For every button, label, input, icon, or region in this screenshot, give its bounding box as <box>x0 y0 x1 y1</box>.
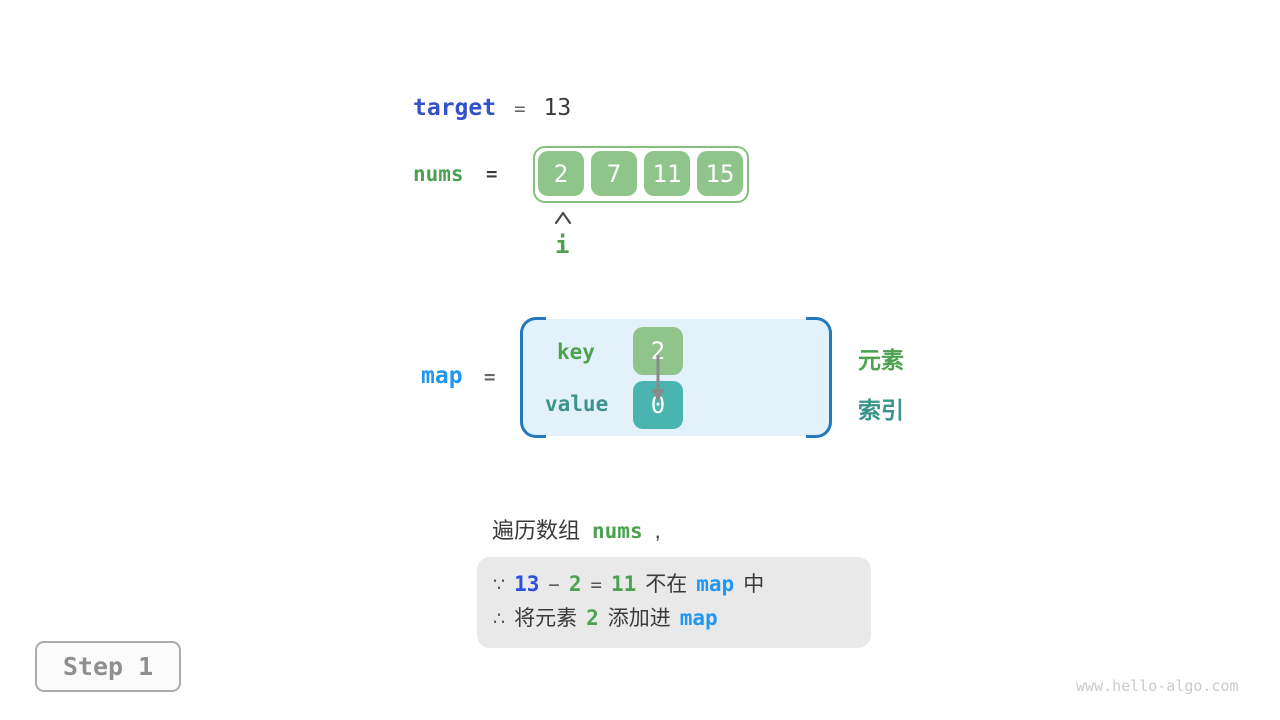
target-label: target <box>413 95 497 121</box>
because-symbol: ∵ <box>493 574 506 596</box>
minuend-value: 13 <box>514 572 540 596</box>
in-suffix-text: 中 <box>743 573 765 596</box>
nums-label: nums <box>413 162 464 186</box>
array-cell: 15 <box>697 151 743 196</box>
array-cell: 11 <box>644 151 690 196</box>
reasoning-box: ∵ 13 − 2 = 11 不在 map 中 ∴ 将元素 2 添加进 map <box>477 557 871 648</box>
difference-value: 11 <box>610 572 637 596</box>
caption: 遍历数组 nums , <box>492 513 661 545</box>
not-in-text: 不在 <box>645 573 688 596</box>
therefore-symbol: ∴ <box>493 608 506 630</box>
array-cell: 2 <box>538 151 584 196</box>
map-reference: map <box>679 606 718 630</box>
array-cell: 7 <box>591 151 637 196</box>
minus-sign: − <box>548 574 560 596</box>
target-value: 13 <box>543 95 572 121</box>
map-left-bracket <box>520 317 546 438</box>
pointer-label: i <box>555 231 570 259</box>
add-verb-text: 添加进 <box>607 607 671 630</box>
legend-index-label: 索引 <box>858 397 904 423</box>
target-equals-sign: = <box>514 98 526 120</box>
watermark: www.hello-algo.com <box>1076 677 1239 695</box>
key-to-value-arrow-icon <box>651 355 665 402</box>
caption-comma: , <box>654 518 661 543</box>
element-value: 2 <box>586 606 599 630</box>
nums-equals-sign: = <box>486 163 498 185</box>
map-value-label: value <box>545 392 609 416</box>
pointer-caret-icon <box>554 211 572 225</box>
target-line: target = 13 <box>413 95 571 121</box>
reasoning-line-1: ∵ 13 − 2 = 11 不在 map 中 <box>493 568 871 602</box>
equals-sign: = <box>590 574 602 596</box>
map-equals-sign: = <box>484 366 496 388</box>
subtrahend-value: 2 <box>568 572 582 596</box>
caption-prefix: 遍历数组 <box>492 518 581 543</box>
map-reference: map <box>696 572 735 596</box>
nums-array: 2 7 11 15 <box>533 146 749 203</box>
caption-nums-ref: nums <box>592 519 643 543</box>
map-label: map <box>421 363 463 389</box>
step-badge: Step 1 <box>35 641 181 692</box>
reasoning-line-2: ∴ 将元素 2 添加进 map <box>493 602 871 636</box>
legend-element-label: 元素 <box>858 347 904 373</box>
add-prefix-text: 将元素 <box>514 607 578 630</box>
map-right-bracket <box>806 317 832 438</box>
map-key-label: key <box>557 340 595 364</box>
map-key-box: 2 <box>633 327 683 375</box>
